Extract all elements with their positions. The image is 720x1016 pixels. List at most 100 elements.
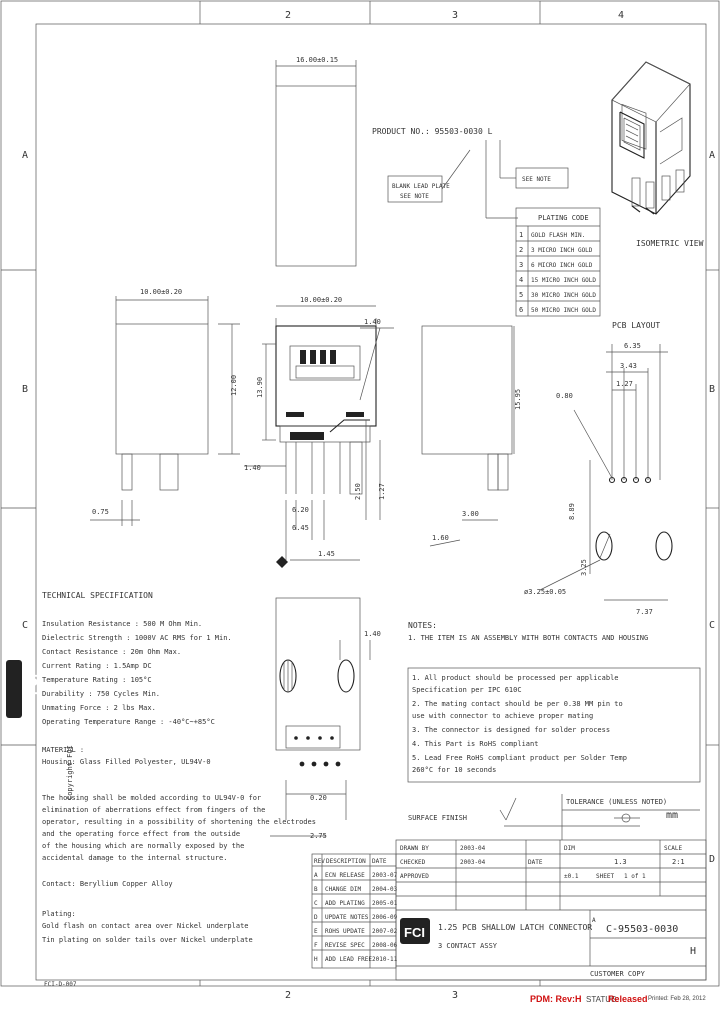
- dim-bottom-lead: 1.40: [364, 630, 381, 638]
- rev-cell: 2006-09: [372, 914, 398, 921]
- inner-frame: [35, 23, 707, 981]
- dim-front-lead: 1.40: [364, 318, 381, 326]
- material-contact-line: elimination of aberrations effect from f…: [42, 806, 265, 814]
- see-note-label: SEE NOTE: [400, 193, 429, 200]
- rev-header: REV: [314, 858, 325, 865]
- checked-label: CHECKED: [400, 859, 426, 866]
- copyright-text: Copyright FCI: [66, 745, 74, 800]
- rev-cell: ADD LEAD FREE: [325, 956, 372, 963]
- dim-right-height: 15.95: [514, 389, 522, 410]
- size-value: A: [592, 917, 596, 924]
- notes-line-1: 1. THE ITEM IS AN ASSEMBLY WITH BOTH CON…: [408, 634, 648, 642]
- rev-cell: C: [314, 900, 318, 907]
- drawn-label: DRAWN BY: [400, 845, 429, 852]
- notes-box-line: Specification per IPC 610C: [412, 686, 522, 694]
- rev-cell: ADD PLATING: [325, 900, 365, 907]
- rev-cell: H: [314, 956, 318, 963]
- dim-side-height: 12.00: [230, 375, 238, 396]
- rev-cell: F: [314, 942, 318, 949]
- rev-cell: 2008-06: [372, 942, 398, 949]
- surface-finish-label: SURFACE FINISH: [408, 814, 467, 822]
- plating-desc: 3 MICRO INCH GOLD: [531, 247, 593, 254]
- dim-width-top: 16.00±0.15: [296, 56, 338, 64]
- material-title: MATERIAL :: [42, 746, 84, 754]
- side-view-left: [90, 296, 240, 526]
- plating-desc: 6 MICRO INCH GOLD: [531, 262, 593, 269]
- dim-pcb-hole: 0.80: [556, 392, 573, 400]
- dim-front-width: 10.00±0.20: [300, 296, 342, 304]
- rev-cell: A: [314, 872, 318, 879]
- rev-cell: 2007-02: [372, 928, 398, 935]
- dim-front-6-45: 6.45: [292, 524, 309, 532]
- material-contact-line: and the operating force effect from the …: [42, 830, 240, 838]
- material-section: MATERIAL : Housing: Glass Filled Polyest…: [42, 746, 316, 944]
- fci-logo-side: FCI: [6, 660, 40, 718]
- printed-date: Printed: Feb 28, 2012: [648, 996, 706, 1002]
- tech-spec-line: Insulation Resistance : 500 M Ohm Min.: [42, 620, 202, 628]
- plating-line: Gold flash on contact area over Nickel u…: [42, 922, 249, 930]
- dim-pcb-6-35: 6.35: [624, 342, 641, 350]
- tech-specs: TECHNICAL SPECIFICATION Insulation Resis…: [42, 591, 232, 726]
- notes-box-line: 2. The mating contact should be per 0.38…: [412, 700, 623, 708]
- rev-cell: UPDATE NOTES: [325, 914, 369, 921]
- plating-desc: 30 MICRO INCH GOLD: [531, 292, 596, 299]
- revision-table: REV DESCRIPTION DATE A ECN RELEASE 2003-…: [311, 853, 398, 969]
- plating-desc: GOLD FLASH MIN.: [531, 232, 585, 239]
- dim-front-1-45: 1.45: [318, 550, 335, 558]
- pcb-layout: [539, 344, 673, 601]
- plating-table-header: PLATING CODE: [538, 214, 589, 222]
- row-label-a: A: [22, 150, 28, 161]
- rev-cell: ECN RELEASE: [325, 872, 365, 879]
- title-block: DRAWN BY CHECKED APPROVED 2003-04 2003-0…: [395, 839, 707, 981]
- rev-cell: 2004-03: [372, 886, 398, 893]
- tech-spec-line: Dielectric Strength : 1000V AC RMS for 1…: [42, 634, 232, 642]
- svg-text:FCI: FCI: [25, 674, 40, 695]
- rev-header: DESCRIPTION: [326, 858, 366, 865]
- pcb-hole-ref: ø3.25±0.05: [524, 588, 566, 596]
- sheet-value: 1 of 1: [624, 873, 646, 880]
- notes-section: NOTES: 1. THE ITEM IS AN ASSEMBLY WITH B…: [407, 621, 701, 783]
- outer-frame: [0, 0, 720, 987]
- row-label-right-a: A: [709, 150, 715, 161]
- unit-label: mm: [666, 810, 678, 821]
- approved-label: APPROVED: [400, 873, 429, 880]
- zone-ticks: [1, 1, 719, 986]
- row-label-c: C: [22, 620, 28, 631]
- rev-header: DATE: [372, 858, 387, 865]
- notes-box-line: 5. Lead Free RoHS compliant product per …: [412, 754, 627, 762]
- plating-code: 4: [519, 276, 523, 284]
- rev-cell: ROHS UPDATE: [325, 928, 365, 935]
- isometric-view-label: ISOMETRIC VIEW: [636, 239, 704, 248]
- blank-ref-label: BLANK LEAD PLATE: [392, 183, 450, 190]
- col-label-bottom-2: 2: [285, 990, 291, 1001]
- rev-cell: 2003-07: [372, 872, 398, 879]
- tech-spec-line: Durability : 750 Cycles Min.: [42, 690, 160, 698]
- rev-cell: CHANGE DIM: [325, 886, 362, 893]
- col-label-2: 2: [285, 10, 291, 21]
- tech-spec-line: Operating Temperature Range : -40°C~+85°…: [42, 718, 215, 726]
- bottom-view: [270, 597, 371, 837]
- dim-front-pin: 1.40: [244, 464, 261, 472]
- plating-code: 5: [519, 291, 523, 299]
- plating-line: Tin plating on solder tails over Nickel …: [42, 936, 253, 944]
- pcb-layout-label: PCB LAYOUT: [612, 321, 660, 330]
- plating-table: PLATING CODE 1 GOLD FLASH MIN. 2 3 MICRO…: [515, 207, 601, 317]
- plating-code: 2: [519, 246, 523, 254]
- rev-cell: D: [314, 914, 318, 921]
- plating-title: Plating:: [42, 910, 76, 918]
- plating-code: 3: [519, 261, 523, 269]
- drawing-subtitle: 3 CONTACT ASSY: [438, 942, 498, 950]
- dim-value: 1.3: [614, 858, 627, 866]
- plating-desc: 15 MICRO INCH GOLD: [531, 277, 596, 284]
- dim-pcb-3-25: 3.25: [580, 559, 588, 576]
- dim-label: DIM: [564, 845, 575, 852]
- material-contact-line: accidental damage to the internal struct…: [42, 854, 227, 862]
- notes-title: NOTES:: [408, 621, 437, 630]
- material-housing: Housing: Glass Filled Polyester, UL94V-0: [42, 758, 211, 766]
- material-contact-line: of the housing which are normally expose…: [42, 842, 244, 850]
- material-contact-material: Contact: Beryllium Copper Alloy: [42, 880, 173, 888]
- notes-box-line: 260°C for 10 seconds: [412, 766, 496, 774]
- scale-value: 2:1: [672, 858, 685, 866]
